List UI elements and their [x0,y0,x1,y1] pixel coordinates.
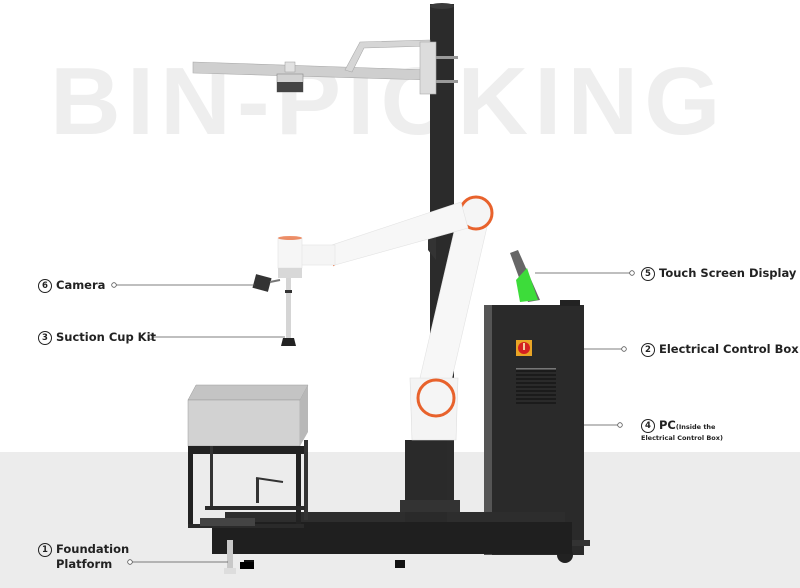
number-badge: 3 [38,331,52,345]
number-badge: 4 [641,419,655,433]
number-badge: 2 [641,343,655,357]
camera-mount-bracket [192,39,458,95]
foundation-platform-illustration [212,512,572,574]
pc-note: Electrical Control Box) [641,434,723,442]
robot-arm-illustration [252,195,494,441]
wrist-camera [252,274,272,292]
number-badge: 5 [641,267,655,281]
bin-table-illustration [187,384,309,528]
suction-cup-rod [286,278,291,338]
number-badge: 6 [38,279,52,293]
leader-lines [111,270,635,565]
bin-picking-watermark-title: BIN-PICKING [50,48,727,155]
number-badge: 1 [38,543,52,557]
